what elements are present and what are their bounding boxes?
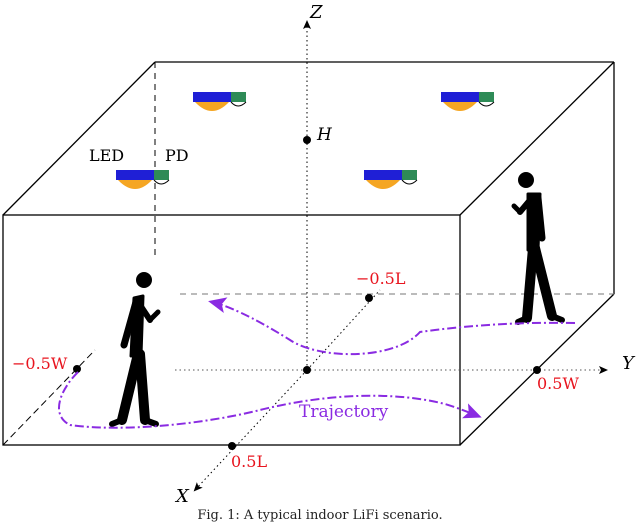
hidden-edges [2,62,614,446]
neg-half-w-point [73,365,81,373]
half-l-label: 0.5L [231,452,267,471]
trajectory-label: Trajectory [299,402,389,422]
trajectory-lower [58,371,482,429]
h-point [303,136,311,144]
x-axis [193,369,308,492]
led-fixture-icon [193,92,247,111]
person-walking-icon [511,172,565,325]
led-label: LED [89,146,124,165]
origin-point [303,366,311,374]
photodiode-icon [401,179,418,185]
neg-half-l-label: −0.5L [356,269,406,288]
photodiode-icon [478,101,495,107]
photodiode-icon [230,101,247,107]
figure-caption: Fig. 1: A typical indoor LiFi scenario. [197,508,443,523]
led-fixture-icon [364,170,418,189]
pd-label: PD [165,146,189,165]
half-w-point [533,366,541,374]
led-fixture-icon [116,170,170,189]
axes [175,20,608,492]
neg-half-l-point [365,294,373,302]
x-axis-label: X [174,486,190,507]
trajectory-upper [208,297,576,356]
half-w-label: 0.5W [537,374,579,393]
z-axis-label: Z [309,2,323,23]
photodiode-icon [153,179,170,185]
trajectory [58,297,576,429]
measure-points [73,136,541,450]
y-axis-label: Y [622,353,636,374]
neg-x-axis [306,289,381,371]
person-walking-icon [109,272,161,427]
neg-half-w-label: −0.5W [12,354,68,373]
half-l-point [228,442,236,450]
led-fixture-icon [441,92,495,111]
room-box [2,61,615,446]
h-label: H [316,125,333,145]
